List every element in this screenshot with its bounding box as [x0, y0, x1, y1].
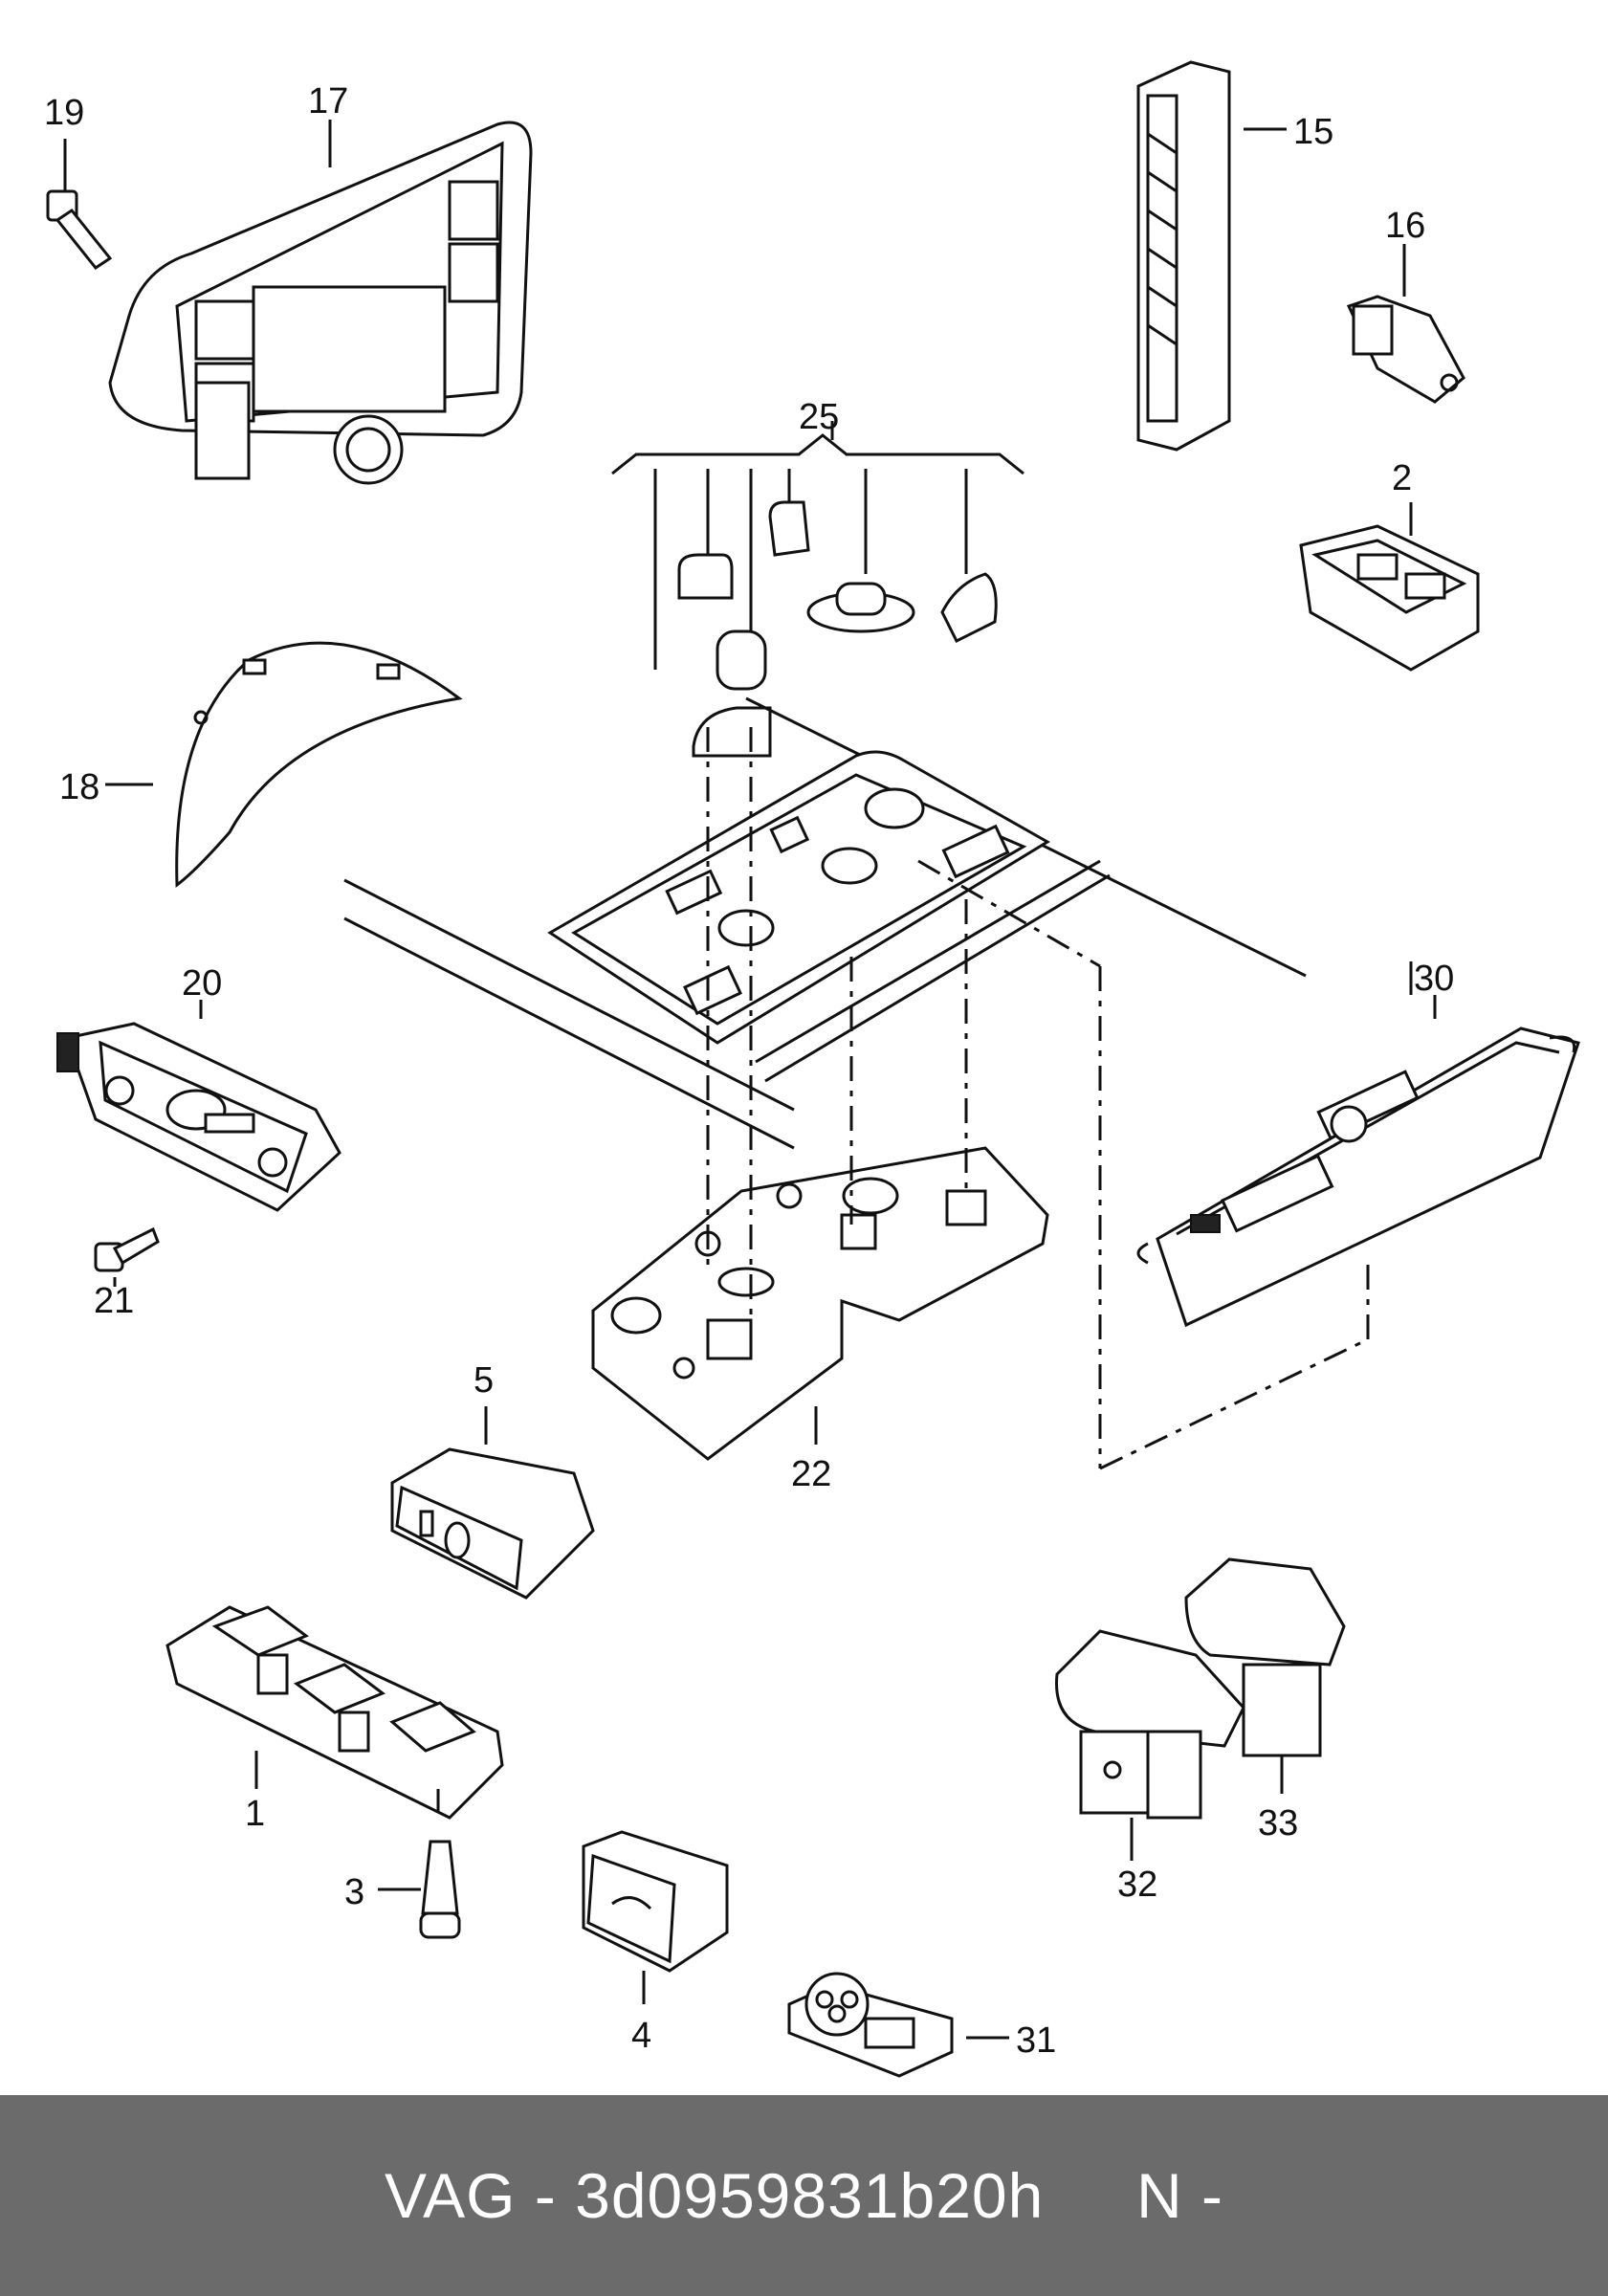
part-18-trim-cover [105, 641, 463, 888]
part-17-control-panel [108, 121, 533, 485]
callout-30: 30 [1414, 959, 1454, 999]
callout-15: 15 [1293, 112, 1333, 152]
footer-bar: VAG - 3d0959831b20h N - [0, 2095, 1608, 2296]
part-31-switch [787, 1972, 1009, 2078]
part-22-housing [591, 1146, 1049, 1461]
part-5-switch [390, 1406, 595, 1600]
parts-diagram: 1 2 3 4 5 15 16 17 18 19 20 21 22 25 30 … [44, 60, 1580, 2078]
part-3-screw [378, 1840, 461, 1939]
part-16-switch [1346, 244, 1465, 404]
leader-lines [328, 120, 1413, 995]
callout-19: 19 [44, 93, 84, 133]
callout-5: 5 [474, 1360, 494, 1401]
callout-22: 22 [791, 1454, 831, 1494]
callout-3: 3 [344, 1872, 364, 1912]
callout-18: 18 [59, 767, 99, 807]
part-4-switch [582, 1830, 729, 2004]
callout-2: 2 [1392, 458, 1412, 498]
part-20-switch-panel [56, 1000, 341, 1212]
part-2-rocker-switch [1299, 502, 1480, 672]
part-30-switch-bar [1136, 995, 1580, 1328]
part-15-air-vent [1136, 60, 1287, 452]
callout-32: 32 [1117, 1865, 1157, 1905]
callout-25: 25 [799, 397, 839, 437]
part-19-bolt [46, 139, 113, 271]
callout-17: 17 [308, 81, 348, 121]
part-33-push-switch [1184, 1557, 1346, 1794]
callout-4: 4 [631, 2016, 651, 2056]
part-21-screw [94, 1226, 160, 1287]
callout-21: 21 [94, 1281, 134, 1321]
callout-1: 1 [245, 1794, 265, 1834]
part-1-window-switch-block [165, 1605, 504, 1820]
callout-16: 16 [1385, 206, 1425, 246]
callout-31: 31 [1016, 2020, 1056, 2061]
callout-33: 33 [1258, 1803, 1298, 1843]
footer-caption: VAG - 3d0959831b20h N - [385, 2160, 1223, 2231]
part-32-push-switch [1055, 1629, 1245, 1861]
console-plate [343, 696, 1307, 1150]
callout-20: 20 [182, 963, 222, 1004]
alignment-lines [706, 727, 1370, 1470]
part-25-knob-set [611, 433, 1024, 758]
